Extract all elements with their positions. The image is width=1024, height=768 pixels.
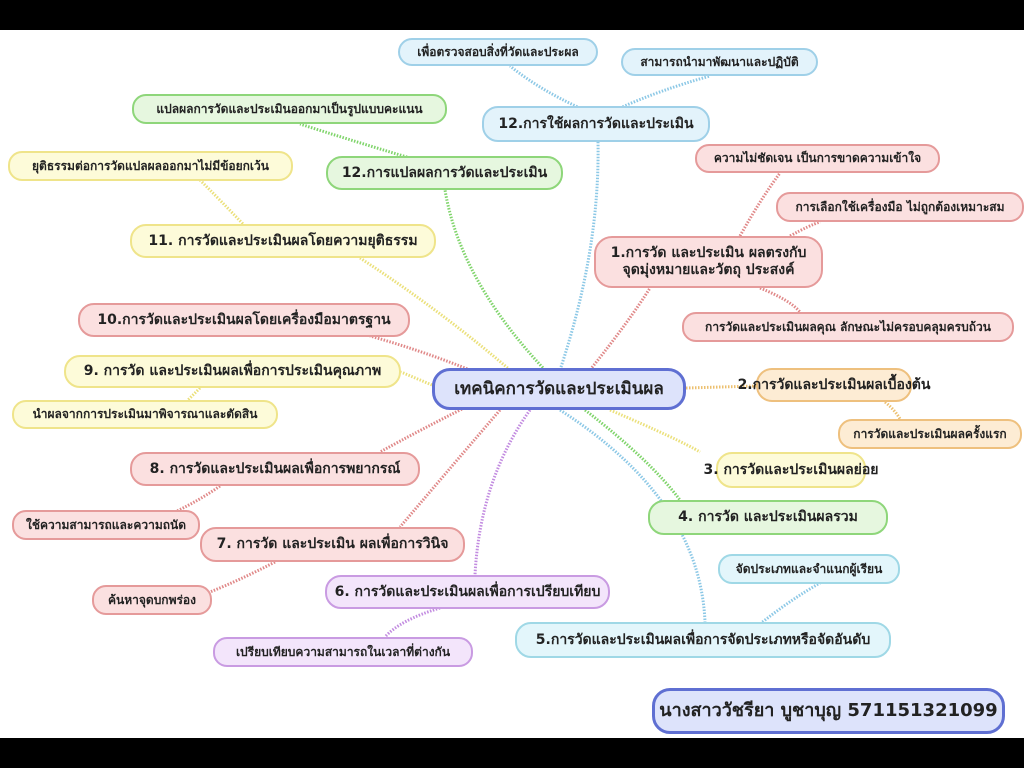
branch-1-line2: จุดมุ่งหมายและวัตถุ ประสงค์: [622, 262, 795, 278]
branch-7[interactable]: 7. การวัด และประเมิน ผลเพื่อการวินิจ: [200, 527, 465, 562]
link-b2-leaf: [884, 400, 902, 420]
link-b11-leaf: [198, 178, 247, 228]
leaf-8-1[interactable]: ใช้ความสามารถและความถนัด: [12, 510, 200, 540]
link-b6: [473, 409, 532, 576]
link-b1: [588, 287, 652, 371]
branch-1-line1: 1.การวัด และประเมิน ผลตรงกับ: [610, 245, 807, 262]
link-b7: [398, 409, 502, 528]
link-b12b-leaf1: [509, 64, 581, 110]
leaf-12b-1[interactable]: เพื่อตรวจสอบสิ่งที่วัดและประผล: [398, 38, 598, 66]
leaf-1-1[interactable]: ความไม่ชัดเจน เป็นการขาดความเข้าใจ: [695, 144, 940, 173]
branch-11[interactable]: 11. การวัดและประเมินผลโดยความยุติธรรม: [130, 224, 436, 258]
link-b1-leaf1: [738, 172, 782, 237]
branch-2[interactable]: 2.การวัดและประเมินผลเบื้องต้น: [738, 368, 930, 402]
link-b3: [609, 408, 701, 454]
leaf-1-3[interactable]: การวัดและประเมินผลคุณ ลักษณะไม่ครอบคลุมค…: [682, 312, 1014, 342]
link-b12a: [443, 189, 547, 372]
center-topic[interactable]: เทคนิคการวัดและประเมินผล: [432, 368, 686, 410]
branch-4[interactable]: 4. การวัด และประเมินผลรวม: [648, 500, 888, 535]
link-b6-leaf: [383, 606, 441, 639]
leaf-11-1[interactable]: ยุติธรรมต่อการวัดแปลผลออกมาไม่มีข้อยกเว้…: [8, 151, 293, 181]
leaf-9-1[interactable]: นำผลจากการประเมินมาพิจารณาและตัดสิน: [12, 400, 278, 429]
branch-5[interactable]: 5.การวัดและประเมินผลเพื่อการจัดประเภทหรื…: [515, 622, 891, 658]
branch-9[interactable]: 9. การวัด และประเมินผลเพื่อการประเมินคุณ…: [64, 355, 401, 388]
link-b9: [400, 370, 433, 387]
branch-8[interactable]: 8. การวัดและประเมินผลเพื่อการพยากรณ์: [130, 452, 420, 486]
author-label: นางสาววัชรียา บูชาบุญ 571151321099: [652, 688, 1005, 734]
link-b9-leaf: [186, 386, 202, 402]
link-b12b-leaf2: [619, 74, 711, 110]
link-b7-leaf: [209, 560, 276, 594]
branch-12-use-results[interactable]: 12.การใช้ผลการวัดและประเมิน: [482, 106, 710, 142]
leaf-7-1[interactable]: ค้นหาจุดบกพร่อง: [92, 585, 212, 615]
leaf-2-1[interactable]: การวัดและประเมินผลครั้งแรก: [838, 419, 1022, 449]
leaf-6-1[interactable]: เปรียบเทียบความสามารถในเวลาที่ต่างกัน: [213, 637, 473, 667]
link-b2: [685, 384, 757, 390]
leaf-12a-1[interactable]: แปลผลการวัดและประเมินออกมาเป็นรูปแบบคะแน…: [132, 94, 447, 124]
link-b12b: [558, 141, 600, 371]
branch-6[interactable]: 6. การวัดและประเมินผลเพื่อการเปรียบเทียบ: [325, 575, 610, 609]
link-b4: [584, 408, 682, 501]
link-b12a-leaf: [299, 122, 411, 160]
link-b5-leaf: [759, 581, 821, 626]
leaf-12b-2[interactable]: สามารถนำมาพัฒนาและปฏิบัติ: [621, 48, 818, 76]
branch-1[interactable]: 1.การวัด และประเมิน ผลตรงกับ จุดมุ่งหมาย…: [594, 236, 823, 288]
link-b11: [359, 256, 511, 372]
branch-12-interpret[interactable]: 12.การแปลผลการวัดและประเมิน: [326, 156, 563, 190]
link-b8: [379, 403, 471, 454]
leaf-5-1[interactable]: จัดประเภทและจำแนกผู้เรียน: [718, 554, 900, 584]
link-b8-leaf: [174, 484, 221, 514]
leaf-1-2[interactable]: การเลือกใช้เครื่องมือ ไม่ถูกต้องเหมาะสม: [776, 192, 1024, 222]
link-b1-leaf3: [759, 286, 802, 314]
link-b1-leaf2: [789, 220, 821, 238]
branch-3[interactable]: 3. การวัดและประเมินผลย่อย: [704, 452, 879, 488]
branch-10[interactable]: 10.การวัดและประเมินผลโดยเครื่องมือมาตรฐา…: [78, 303, 410, 337]
